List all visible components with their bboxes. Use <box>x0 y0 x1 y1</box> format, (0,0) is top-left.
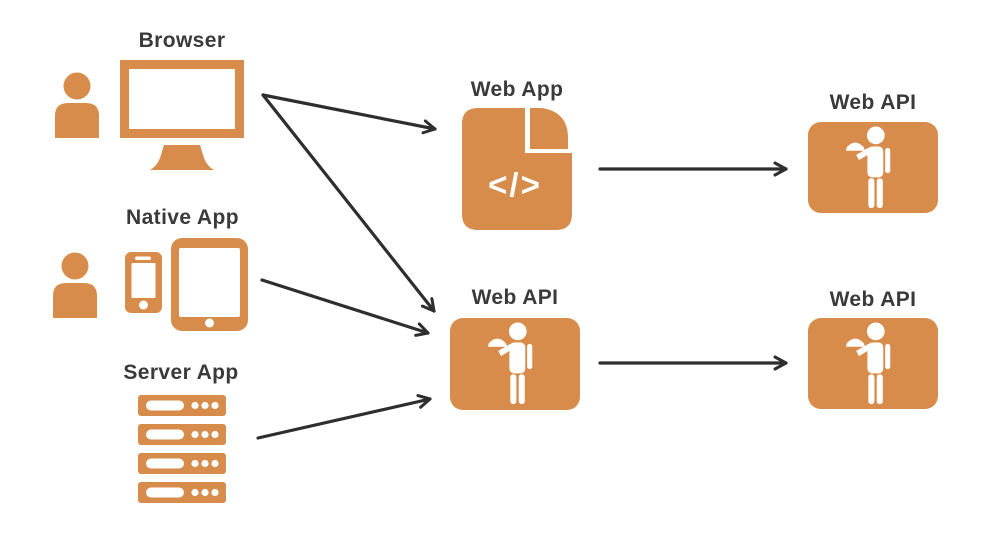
server-rack-unit <box>138 395 226 416</box>
browser-label: Browser <box>138 29 226 52</box>
tray-shape <box>487 338 508 347</box>
server-rack-unit <box>138 424 226 445</box>
native-app-label: Native App <box>126 206 239 229</box>
tray-shape <box>845 142 866 151</box>
user-icon <box>55 72 99 138</box>
tablet-icon <box>171 238 248 331</box>
waiter-icon <box>845 125 891 208</box>
smartphone-icon <box>125 252 162 313</box>
web-api-box <box>808 122 938 213</box>
code-glyph: </> <box>488 166 542 203</box>
server-app-label: Server App <box>123 361 239 384</box>
web-api-box <box>808 318 938 409</box>
code-file-icon: </> <box>462 108 572 230</box>
arrow-server-app-to-web-api <box>256 394 432 440</box>
user-icon <box>53 252 97 318</box>
waiter-icon <box>845 321 891 404</box>
web-api-label: Web API <box>829 91 917 114</box>
server-stack-icon <box>138 395 226 503</box>
tray-shape <box>845 338 866 347</box>
arrow-browser-to-web-api <box>261 93 436 313</box>
arrow-browser-to-web-app <box>261 93 437 135</box>
server-rack-unit <box>138 453 226 474</box>
waiter-icon <box>487 322 533 405</box>
web-app-label: Web App <box>470 78 564 101</box>
web-api-box <box>450 318 580 410</box>
folded-corner <box>530 108 568 149</box>
arrow-native-app-to-web-api <box>260 278 430 337</box>
monitor-icon <box>120 60 244 170</box>
web-api-label: Web API <box>829 288 917 311</box>
web-api-label: Web API <box>471 286 559 309</box>
server-rack-unit <box>138 482 226 503</box>
